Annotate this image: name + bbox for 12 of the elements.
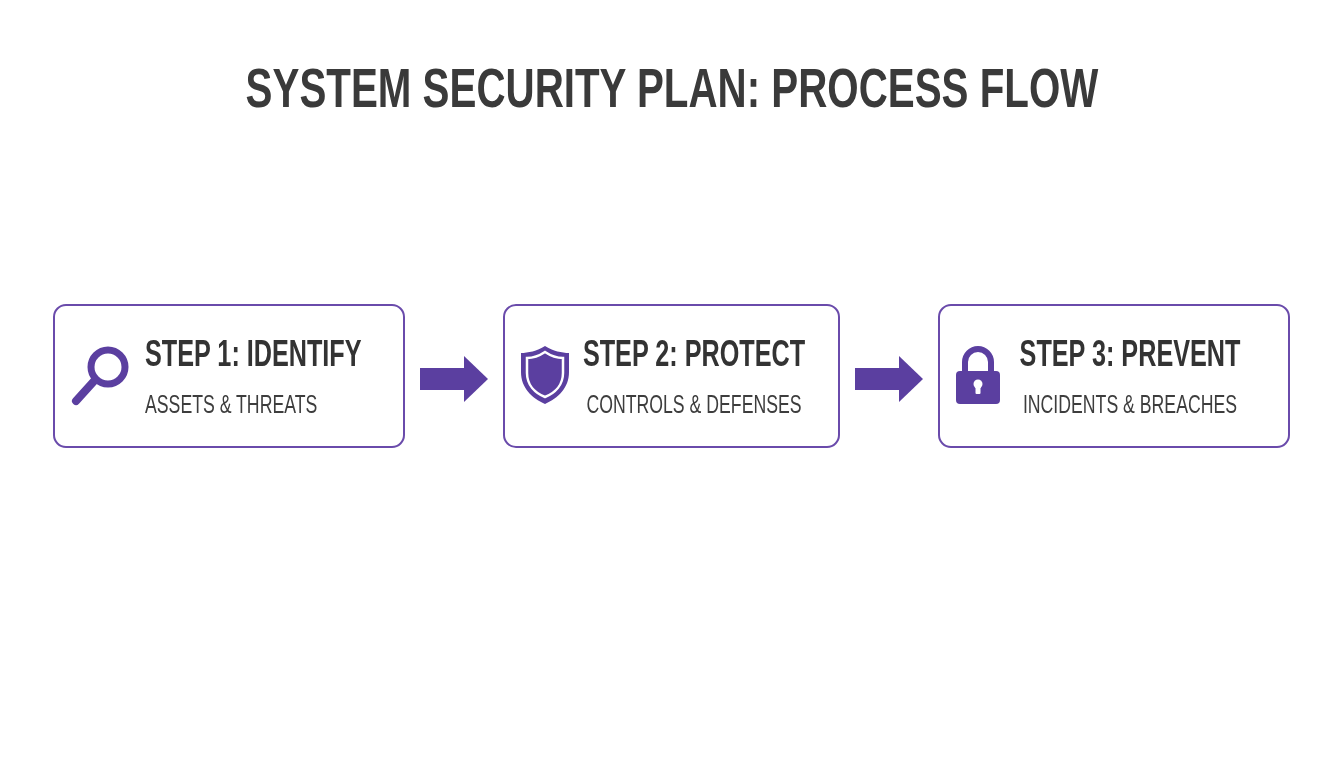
- arrow: [420, 356, 488, 402]
- step-description: INCIDENTS & BREACHES: [1022, 391, 1238, 417]
- step-heading: STEP 2: PROTECT: [582, 336, 806, 372]
- step-description: ASSETS & THREATS: [145, 391, 318, 417]
- process-box: [503, 304, 840, 448]
- arrow: [855, 356, 923, 402]
- step-heading: STEP 3: PREVENT: [1019, 336, 1241, 372]
- step-heading: STEP 1: IDENTIFY: [145, 336, 362, 372]
- process-box: [938, 304, 1290, 448]
- step-description: CONTROLS & DEFENSES: [586, 391, 802, 417]
- title: SYSTEM SECURITY PLAN: PROCESS FLOW: [245, 60, 1099, 116]
- process-box: [53, 304, 405, 448]
